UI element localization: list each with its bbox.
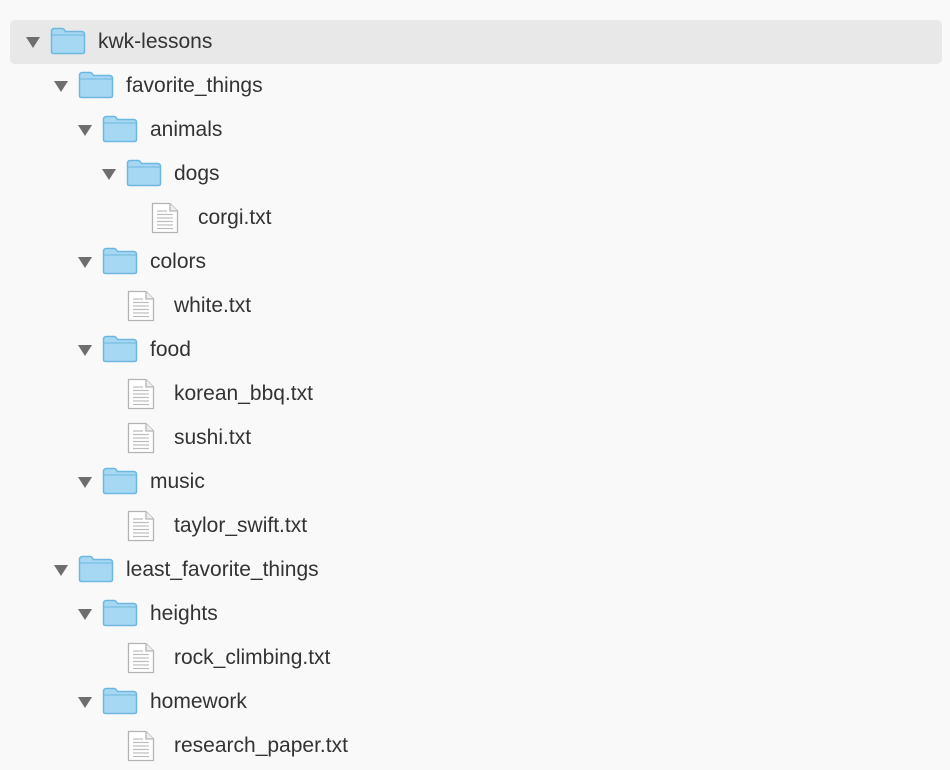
tree-row-colors[interactable]: colors bbox=[0, 240, 950, 284]
tree-row-sushi-txt[interactable]: sushi.txt bbox=[0, 416, 950, 460]
tree-row-label: korean_bbq.txt bbox=[174, 382, 313, 405]
tree-row-label: homework bbox=[150, 690, 247, 713]
folder-icon bbox=[102, 687, 138, 715]
tree-row-label: favorite_things bbox=[126, 74, 263, 97]
tree-row-corgi-txt[interactable]: corgi.txt bbox=[0, 196, 950, 240]
text-file-icon bbox=[150, 202, 180, 234]
tree-row-rock-climbing-txt[interactable]: rock_climbing.txt bbox=[0, 636, 950, 680]
tree-row-white-txt[interactable]: white.txt bbox=[0, 284, 950, 328]
text-file-icon bbox=[126, 290, 156, 322]
text-file-icon bbox=[126, 730, 156, 762]
tree-row-label: corgi.txt bbox=[198, 206, 272, 229]
folder-icon bbox=[50, 27, 86, 55]
tree-row-label: colors bbox=[150, 250, 207, 273]
tree-row-favorite-things[interactable]: favorite_things bbox=[0, 64, 950, 108]
disclosure-triangle-icon[interactable] bbox=[78, 257, 92, 268]
text-file-icon bbox=[126, 378, 156, 410]
folder-icon bbox=[126, 159, 162, 187]
disclosure-triangle-icon[interactable] bbox=[54, 81, 68, 92]
tree-row-label: least_favorite_things bbox=[126, 558, 319, 581]
text-file-icon bbox=[126, 422, 156, 454]
text-file-icon bbox=[126, 510, 156, 542]
tree-row-kwk-lessons[interactable]: kwk-lessons bbox=[0, 20, 950, 64]
tree-row-food[interactable]: food bbox=[0, 328, 950, 372]
tree-row-taylor-swift-txt[interactable]: taylor_swift.txt bbox=[0, 504, 950, 548]
tree-row-label: animals bbox=[150, 118, 223, 141]
disclosure-triangle-icon[interactable] bbox=[54, 565, 68, 576]
folder-icon bbox=[102, 335, 138, 363]
tree-row-heights[interactable]: heights bbox=[0, 592, 950, 636]
folder-icon bbox=[78, 71, 114, 99]
tree-row-research-paper-txt[interactable]: research_paper.txt bbox=[0, 724, 950, 768]
tree-row-label: food bbox=[150, 338, 191, 361]
tree-row-label: research_paper.txt bbox=[174, 734, 348, 757]
tree-row-music[interactable]: music bbox=[0, 460, 950, 504]
tree-row-korean-bbq-txt[interactable]: korean_bbq.txt bbox=[0, 372, 950, 416]
text-file-icon bbox=[126, 642, 156, 674]
folder-icon bbox=[102, 247, 138, 275]
tree-row-label: dogs bbox=[174, 162, 220, 185]
disclosure-triangle-icon[interactable] bbox=[78, 477, 92, 488]
tree-row-label: heights bbox=[150, 602, 218, 625]
tree-row-label: rock_climbing.txt bbox=[174, 646, 331, 669]
folder-icon bbox=[102, 467, 138, 495]
tree-row-label: sushi.txt bbox=[174, 426, 252, 449]
tree-row-label: taylor_swift.txt bbox=[174, 514, 308, 537]
tree-row-least-favorite-things[interactable]: least_favorite_things bbox=[0, 548, 950, 592]
tree-row-homework[interactable]: homework bbox=[0, 680, 950, 724]
disclosure-triangle-icon[interactable] bbox=[102, 169, 116, 180]
tree-row-dogs[interactable]: dogs bbox=[0, 152, 950, 196]
tree-row-label: kwk-lessons bbox=[98, 30, 213, 53]
folder-icon bbox=[102, 115, 138, 143]
tree-row-label: music bbox=[150, 470, 205, 493]
disclosure-triangle-icon[interactable] bbox=[78, 609, 92, 620]
disclosure-triangle-icon[interactable] bbox=[78, 125, 92, 136]
disclosure-triangle-icon[interactable] bbox=[26, 37, 40, 48]
disclosure-triangle-icon[interactable] bbox=[78, 697, 92, 708]
tree-row-label: white.txt bbox=[174, 294, 252, 317]
disclosure-triangle-icon[interactable] bbox=[78, 345, 92, 356]
folder-icon bbox=[102, 599, 138, 627]
tree-row-animals[interactable]: animals bbox=[0, 108, 950, 152]
folder-icon bbox=[78, 555, 114, 583]
